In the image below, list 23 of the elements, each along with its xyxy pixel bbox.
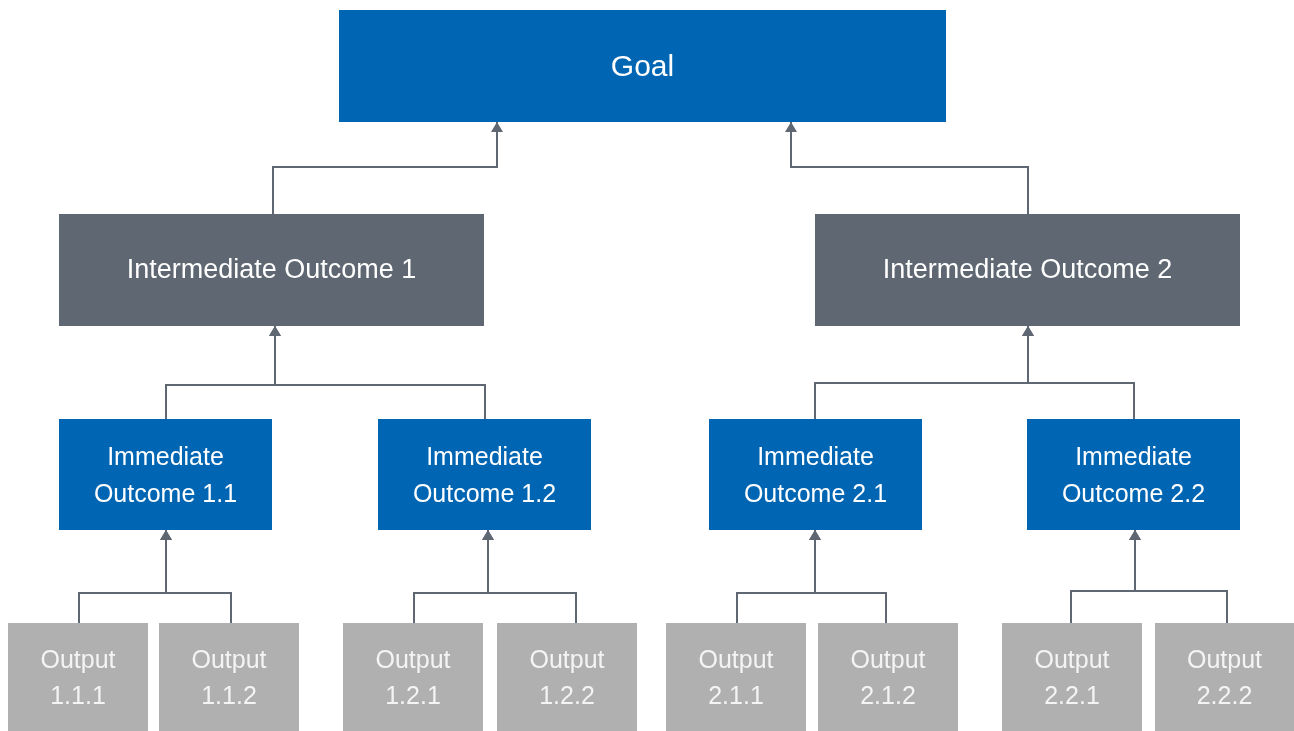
outcome-box: Intermediate Outcome 1 <box>59 214 484 326</box>
outcome-box: Immediate Outcome 1.2 <box>378 419 591 530</box>
connector-arrow <box>1129 529 1228 624</box>
outcome-box: Output 2.1.1 <box>666 623 806 731</box>
connector-arrow <box>785 121 1029 215</box>
connector-arrow <box>272 121 503 215</box>
outcome-box: Intermediate Outcome 2 <box>815 214 1240 326</box>
outcome-box: Output 1.1.2 <box>159 623 299 731</box>
outcome-box: Immediate Outcome 2.2 <box>1027 419 1240 530</box>
connector-arrow <box>1022 325 1135 420</box>
outcome-box: Output 2.1.2 <box>818 623 958 731</box>
outcome-box: Output 1.2.1 <box>343 623 483 731</box>
outcome-box: Output 2.2.2 <box>1155 623 1294 731</box>
outcome-box: Goal <box>339 10 946 122</box>
outcome-box: Immediate Outcome 1.1 <box>59 419 272 530</box>
connector-arrow <box>482 529 577 624</box>
connector-arrow <box>160 529 232 624</box>
connector-arrow <box>269 325 486 420</box>
outcome-box: Immediate Outcome 2.1 <box>709 419 922 530</box>
outcome-box: Output 1.1.1 <box>8 623 148 731</box>
connector-arrow <box>809 529 887 624</box>
outcome-box: Output 1.2.2 <box>497 623 637 731</box>
outcome-box: Output 2.2.1 <box>1002 623 1142 731</box>
